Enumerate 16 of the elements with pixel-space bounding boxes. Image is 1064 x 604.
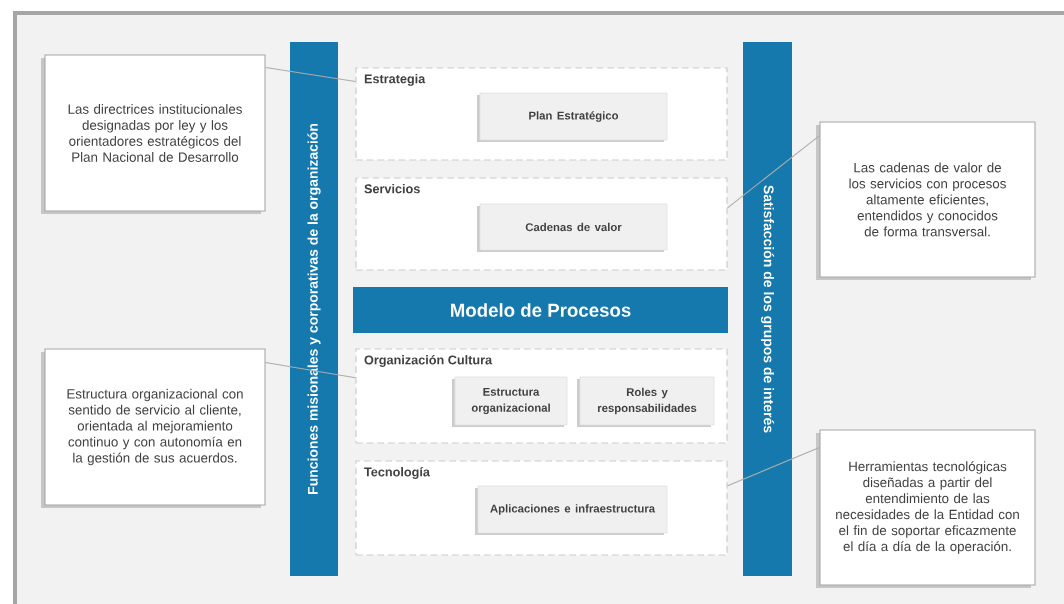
vertical-band: Satisfacción de los grupos de interés [743, 42, 792, 576]
callout-box: Las cadenas de valor de los servicios con procesos altamente eficientes, entendidos y conocidos de forma transversal. [816, 121, 1036, 280]
leader-line [265, 67, 356, 83]
title-banner: Modelo de Procesos [353, 287, 728, 333]
process-box: Cadenas de valor [477, 203, 668, 252]
vertical-band: Funciones misionales y corporativas de la organización [290, 42, 338, 576]
callout-box: Las directrices institucionales designadas por ley y los orientadores estratégicos del Plan Nacional de Desarrollo [41, 54, 266, 214]
process-box: Estructura organizacional [452, 376, 568, 427]
callout-box: Estructura organizacional con sentido de servicio al cliente, orientada al mejoramiento continuo y con autonomía en la gestión de sus acuerdos. [41, 348, 266, 508]
leader-line [265, 362, 356, 379]
callout-box: Herramientas tecnológicas diseñadas a partir del entendimiento de las necesidades de la Entidad con el fin de soportar eficazmente el día a día de la operación. [816, 429, 1036, 588]
leader-line [727, 135, 820, 209]
process-box: Aplicaciones e infraestructura [475, 485, 668, 535]
process-box: Roles y responsabilidades [577, 376, 715, 427]
leader-line [727, 447, 820, 487]
process-box: Plan Estratégico [477, 92, 668, 142]
